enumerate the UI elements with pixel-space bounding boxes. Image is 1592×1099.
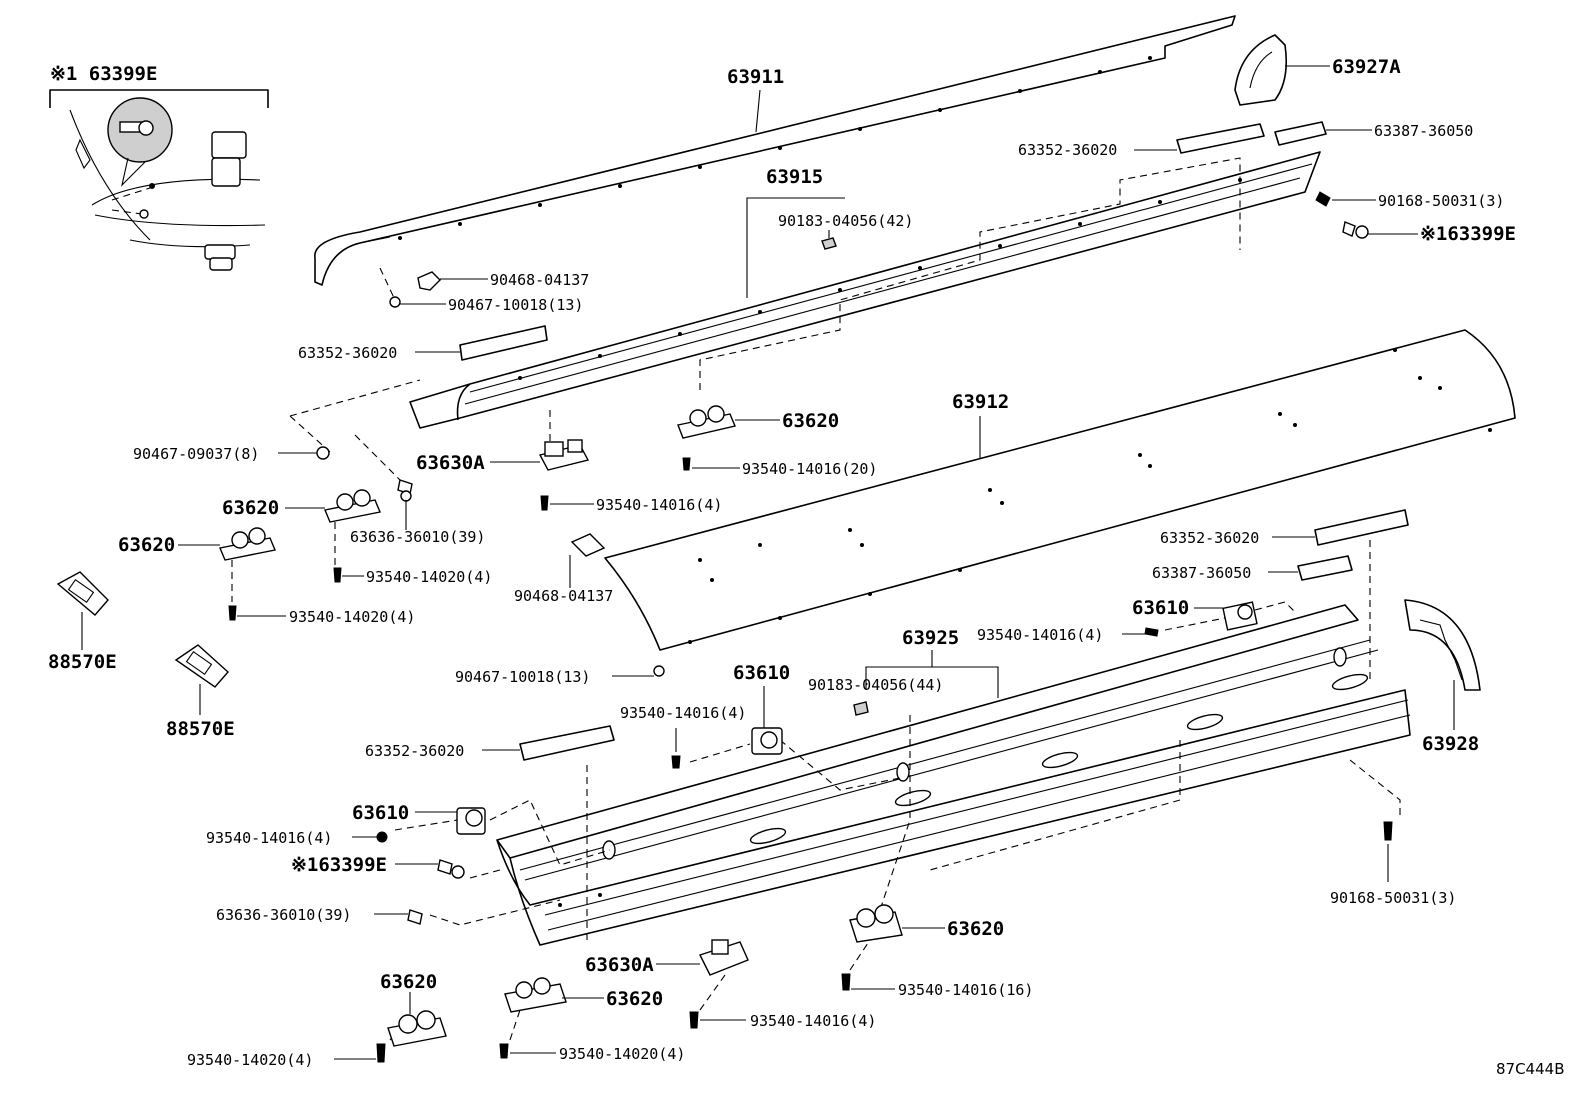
label-63620-mid: 63620 (782, 410, 839, 432)
screw-90168-low: 90168-50031(3) (1330, 821, 1456, 907)
label-90468-top: 90468-04137 (490, 271, 589, 289)
part-63927a-end-cap: 63927A (1234, 34, 1401, 106)
label-63610-mid: 63610 (733, 662, 790, 684)
label-93540-14016-4e: 93540-14016(4) (750, 1012, 876, 1030)
label-90467-09037: 90467-09037(8) (133, 445, 259, 463)
clip-90467-13-mid: 90467-10018(13) (455, 665, 665, 686)
pads-top-right: 63352-36020 63387-36050 (1018, 121, 1473, 159)
label-63610-right: 63610 (1132, 597, 1189, 619)
label-93540-14020-4a: 93540-14020(4) (366, 568, 492, 586)
label-63925: 63925 (902, 627, 959, 649)
clip-90467-09037: 90467-09037(8) (133, 445, 330, 463)
bracket-63630a-top: 63630A (416, 439, 590, 474)
part-63915-middle-rail: 63915 (409, 151, 1321, 429)
part-63928-end-cap: 63928 (1404, 599, 1481, 755)
clip-63610-right: 63610 93540-14016(4) (977, 597, 1296, 644)
label-63911: 63911 (727, 66, 784, 88)
label-63630a-top: 63630A (416, 452, 485, 474)
label-63928: 63928 (1422, 733, 1479, 755)
clip-90468-mid: 90468-04137 (514, 533, 613, 605)
clip-63620-left2: 63620 93540-14020(4) (118, 527, 415, 626)
part-63911-upper-molding: 63911 (314, 15, 1236, 286)
fastener-63636-low: 63636-36010(39) (216, 906, 423, 925)
label-63636-low: 63636-36010(39) (216, 906, 351, 924)
diagram-ref-code: 87C444B (1496, 1060, 1564, 1078)
label-63399e-top: ※163399E (1420, 223, 1516, 245)
clip-90183-42: 90183-04056(42) (778, 212, 913, 250)
label-90183-44: 90183-04056(44) (808, 676, 943, 694)
label-93540-14016-4c: 93540-14016(4) (620, 704, 746, 722)
label-93540-14020-4d: 93540-14020(4) (559, 1045, 685, 1063)
label-90468-mid: 90468-04137 (514, 587, 613, 605)
part-88570e-2: 88570E (166, 644, 235, 740)
clip-90183-44: 90183-04056(44) (808, 676, 943, 716)
label-93540-14016-4a: 93540-14016(4) (596, 496, 722, 514)
label-93540-14020-4b: 93540-14020(4) (289, 608, 415, 626)
panel-holes (688, 348, 1492, 644)
pads-right: 63352-36020 63387-36050 (1152, 509, 1409, 582)
label-63387-right: 63387-36050 (1152, 564, 1251, 582)
label-63352-top: 63352-36020 (1018, 141, 1117, 159)
label-63620-left1: 63620 (222, 497, 279, 519)
label-63620-bc: 63620 (606, 988, 663, 1010)
label-93540-14020-4c: 93540-14020(4) (187, 1051, 313, 1069)
label-63352-low: 63352-36020 (365, 742, 464, 760)
inset-bracket (49, 89, 269, 108)
label-90183-42: 90183-04056(42) (778, 212, 913, 230)
label-63927a: 63927A (1332, 56, 1401, 78)
label-63610-low: 63610 (352, 802, 409, 824)
clip-63620-left1: 63620 93540-14020(4) (222, 489, 492, 586)
label-63620-br: 63620 (947, 918, 1004, 940)
part-63912-roof-panel: 63912 (604, 329, 1516, 651)
clip-63620-bl: 63620 93540-14020(4) (187, 971, 447, 1069)
clip-63620-br: 63620 93540-14016(16) (841, 904, 1033, 999)
screws-middle: 93540-14016(20) 93540-14016(4) (540, 457, 877, 514)
rail-holes (398, 56, 1152, 240)
fasteners-top-right: 90168-50031(3) ※163399E (1315, 191, 1516, 245)
label-93540-14016-4b: 93540-14016(4) (977, 626, 1103, 644)
label-63912: 63912 (952, 391, 1009, 413)
label-63352-right: 63352-36020 (1160, 529, 1259, 547)
clip-63610-mid: 63610 93540-14016(4) (620, 662, 790, 769)
label-63915: 63915 (766, 166, 823, 188)
label-90168-top: 90168-50031(3) (1378, 192, 1504, 210)
fastener-63399e-low: ※163399E (291, 854, 465, 879)
label-93540-14016-20: 93540-14016(20) (742, 460, 877, 478)
pad-63352-low: 63352-36020 (365, 725, 615, 761)
label-93540-14016-4d: 93540-14016(4) (206, 829, 332, 847)
fastener-63636-top: 63636-36010(39) (350, 479, 485, 546)
guide-lines-middle (289, 157, 1241, 481)
inset-detail-63399e: ※1 63399E (49, 63, 269, 271)
label-63620-bl: 63620 (380, 971, 437, 993)
pad-63352-left: 63352-36020 (298, 325, 548, 362)
bracket-63630a-low: 63630A 93540-14016(4) (585, 939, 876, 1030)
label-88570e-1: 88570E (48, 651, 117, 673)
clip-90468-top: 90468-04137 90467-10018(13) (389, 271, 589, 314)
label-90467-13-top: 90467-10018(13) (448, 296, 583, 314)
clip-63620-middle: 63620 (677, 405, 839, 439)
label-93540-14016-16: 93540-14016(16) (898, 981, 1033, 999)
part-88570e-1: 88570E (48, 571, 117, 673)
label-63620-left2: 63620 (118, 534, 175, 556)
label-63636-top: 63636-36010(39) (350, 528, 485, 546)
label-63352-left: 63352-36020 (298, 344, 397, 362)
label-63399e-low: ※163399E (291, 854, 387, 876)
label-88570e-2: 88570E (166, 718, 235, 740)
clip-63610-low: 63610 93540-14016(4) (206, 802, 486, 847)
label-90467-13-mid: 90467-10018(13) (455, 668, 590, 686)
part-63925-lower-rail: 63925 (496, 604, 1411, 946)
inset-title: ※1 63399E (50, 63, 157, 85)
label-63387-top: 63387-36050 (1374, 122, 1473, 140)
clip-63620-bc: 63620 93540-14020(4) (499, 977, 685, 1063)
label-63630a-low: 63630A (585, 954, 654, 976)
label-90168-low: 90168-50031(3) (1330, 889, 1456, 907)
